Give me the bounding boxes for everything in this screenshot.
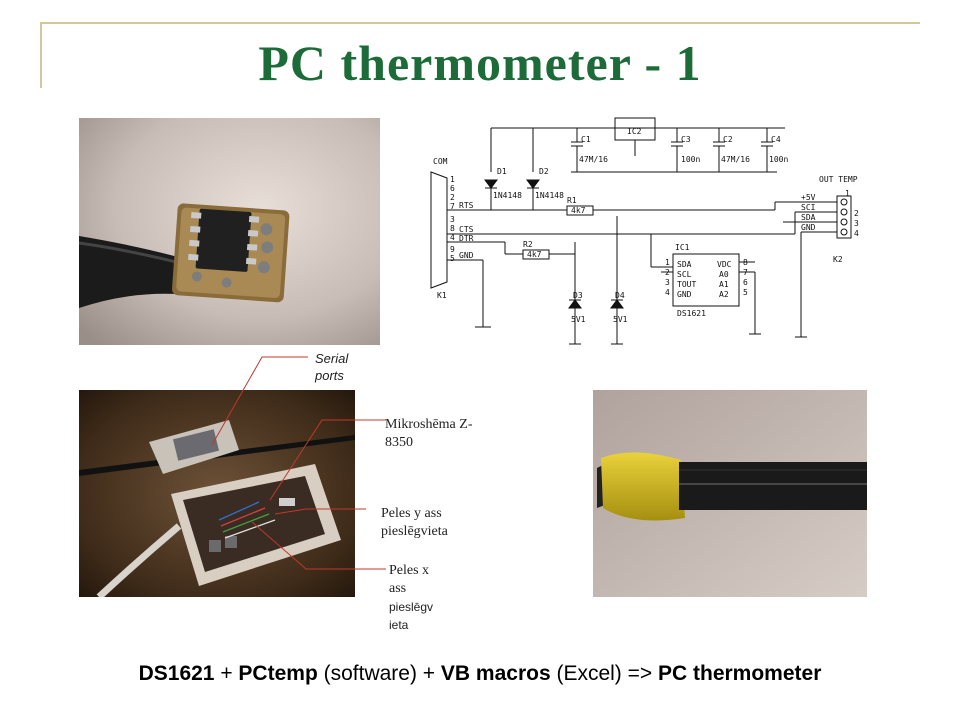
sch-cts-label: CTS (459, 225, 474, 234)
svg-text:SDA: SDA (801, 213, 816, 222)
callout-x-axis: Peles x ass pieslēgv ieta (389, 563, 434, 632)
svg-text:1: 1 (665, 258, 670, 267)
svg-text:1: 1 (845, 189, 850, 198)
svg-text:1: 1 (450, 175, 455, 184)
svg-text:5: 5 (450, 254, 455, 263)
sch-c3-value: 100n (681, 155, 700, 164)
sch-c1-value: 47M/16 (579, 155, 608, 164)
svg-text:SCI: SCI (801, 203, 816, 212)
sch-r2-label: R2 (523, 240, 533, 249)
sch-ic1-pins-right: VDC A0 A1 A2 8 7 6 5 (717, 258, 748, 299)
svg-text:2: 2 (665, 268, 670, 277)
summary-excel: (Excel) => (550, 662, 658, 685)
sch-r1-label: R1 (567, 196, 577, 205)
frame-top-line (40, 22, 920, 24)
sch-c1-label: C1 (581, 135, 591, 144)
svg-text:9: 9 (450, 245, 455, 254)
svg-text:6: 6 (450, 184, 455, 193)
sch-db9-pins: 1 6 2 7 3 8 4 9 5 (450, 175, 455, 263)
sch-d4-value: 5V1 (613, 315, 628, 324)
svg-text:8: 8 (450, 224, 455, 233)
sch-ic2-label: IC2 (627, 127, 642, 136)
sch-ic1-pins-left: SDA SCL TOUT GND 1 2 3 4 (665, 258, 696, 299)
svg-text:6: 6 (743, 278, 748, 287)
svg-text:2: 2 (450, 193, 455, 202)
sch-k2-pins: +5V SCI SDA GND 1 2 3 4 (801, 189, 859, 238)
summary-software: (software) + (317, 662, 441, 685)
sch-d2-part: 1N4148 (535, 191, 564, 200)
sch-out-temp-label: OUT TEMP (819, 175, 858, 184)
svg-text:2: 2 (854, 209, 859, 218)
svg-text:3: 3 (450, 215, 455, 224)
photo-temperature-probe (593, 390, 867, 597)
svg-text:A1: A1 (719, 280, 729, 289)
svg-text:3: 3 (854, 219, 859, 228)
sch-c4-label: C4 (771, 135, 781, 144)
summary-part-ds1621: DS1621 (138, 662, 215, 685)
sch-c4-value: 100n (769, 155, 788, 164)
sch-d3-label: D3 (573, 291, 583, 300)
svg-text:4: 4 (854, 229, 859, 238)
svg-text:SDA: SDA (677, 260, 692, 269)
sch-d4-label: D4 (615, 291, 625, 300)
svg-text:SCL: SCL (677, 270, 692, 279)
sch-ic1-part: DS1621 (677, 309, 706, 318)
summary-result: PC thermometer (658, 662, 822, 685)
sch-d2-label: D2 (539, 167, 549, 176)
svg-text:VDC: VDC (717, 260, 732, 269)
svg-text:GND: GND (801, 223, 816, 232)
sch-gnd-label: GND (459, 251, 474, 260)
sch-rts-label: RTS (459, 201, 474, 210)
summary-plus-1: + (214, 662, 239, 685)
summary-part-vb-macros: VB macros (440, 662, 551, 685)
slide-title: PC thermometer - 1 (258, 35, 702, 91)
frame-left-line (40, 22, 42, 88)
svg-text:+5V: +5V (801, 193, 816, 202)
circuit-schematic: COM K1 1 6 2 7 3 8 4 9 5 RTS CTS DTR GND… (405, 112, 895, 362)
sch-c2-label: C2 (723, 135, 733, 144)
svg-text:7: 7 (450, 202, 455, 211)
svg-text:5: 5 (743, 288, 748, 297)
sch-com-label: COM (433, 157, 448, 166)
callout-chip: Mikroshēma Z-8350 (385, 417, 473, 450)
sch-dtr-label: DTR (459, 234, 474, 243)
sch-d1-label: D1 (497, 167, 507, 176)
photo-chip-closeup (79, 118, 380, 345)
sch-ic1-label: IC1 (675, 243, 690, 252)
svg-text:TOUT: TOUT (677, 280, 696, 289)
svg-text:4: 4 (665, 288, 670, 297)
sch-r1-value: 4k7 (571, 206, 586, 215)
sch-d3-value: 5V1 (571, 315, 586, 324)
svg-text:A0: A0 (719, 270, 729, 279)
sch-r2-value: 4k7 (527, 250, 542, 259)
svg-text:4: 4 (450, 233, 455, 242)
sch-d1-part: 1N4148 (493, 191, 522, 200)
photo-mouse-box (79, 390, 355, 597)
summary-part-pctemp: PCtemp (238, 662, 318, 685)
svg-text:GND: GND (677, 290, 692, 299)
callout-y-axis: Peles y ass pieslēgvieta (381, 506, 448, 539)
sch-k1-label: K1 (437, 291, 447, 300)
sch-k2-label: K2 (833, 255, 843, 264)
svg-text:7: 7 (743, 268, 748, 277)
sch-c3-label: C3 (681, 135, 691, 144)
svg-text:8: 8 (743, 258, 748, 267)
sch-c2-value: 47M/16 (721, 155, 750, 164)
summary-line: DS1621 + PCtemp (software) + VB macros (… (0, 662, 960, 686)
svg-text:3: 3 (665, 278, 670, 287)
svg-text:A2: A2 (719, 290, 729, 299)
callout-serial-ports: Serial ports (315, 351, 349, 383)
